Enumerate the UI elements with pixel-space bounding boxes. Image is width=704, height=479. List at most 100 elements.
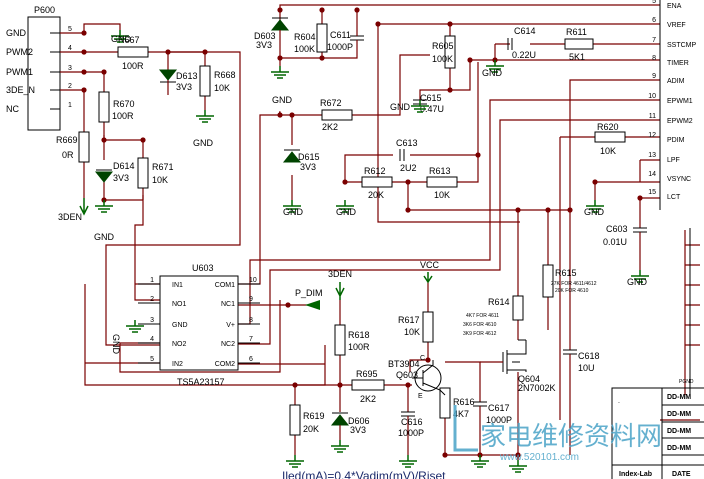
junction-dot: [289, 112, 295, 118]
resistors-horizontal: R667 100R R672 2K2 R611 5K1 R612 20K R61…: [117, 27, 626, 404]
u603-right-pin-name: COM2: [215, 361, 235, 368]
q603-pin-c: C: [420, 355, 425, 362]
net-vcc: VCC: [420, 260, 440, 270]
u603-left-pin-name: GND: [172, 322, 188, 329]
ic-pin-name: PDIM: [667, 137, 685, 144]
c603-ref: C603: [606, 224, 628, 234]
gnd-label-8: GND: [336, 207, 357, 217]
wires: [60, 4, 700, 460]
r613-value: 10K: [434, 190, 450, 200]
u603-left-pin-name: IN1: [172, 282, 183, 289]
ic-pin-name: ENA: [667, 3, 682, 10]
u603-right-pin-name: NC2: [221, 341, 235, 348]
r620-value: 10K: [600, 146, 616, 156]
c613-ref: C613: [396, 138, 418, 148]
d614-ref: D614: [113, 161, 135, 171]
u603-ref: U603: [192, 263, 214, 273]
u603-right-pin-number: 8: [249, 317, 253, 324]
ground-symbol: [126, 320, 144, 333]
connector-pin-number: 3: [68, 65, 72, 72]
c614-ref: C614: [514, 26, 536, 36]
wire-r605: [419, 60, 471, 100]
gnd-label-7: GND: [482, 68, 503, 78]
r615-value-line2: 20K FOR 4610: [555, 288, 589, 294]
q604-body: [502, 339, 527, 374]
ic-pin-number: 8: [652, 55, 656, 62]
c615-ref: C615: [420, 93, 442, 103]
r672-ref: R672: [320, 98, 342, 108]
u603-left-pin-number: 1: [150, 277, 154, 284]
title-index-label: Index-Lab: [619, 471, 652, 478]
ground-symbol: [471, 455, 489, 468]
resistor-r618: [334, 324, 346, 356]
title-dots: .: [618, 398, 620, 405]
gnd-label-4: GND: [94, 232, 115, 242]
ground-symbol: [509, 460, 527, 473]
wire-ena: [279, 4, 660, 66]
resistor-r605: [444, 35, 456, 69]
capacitor-c603: [633, 227, 647, 233]
ic-pin-number: 7: [652, 37, 656, 44]
junction-dot: [442, 452, 448, 458]
wire-right-bus: [660, 230, 700, 421]
wire-r619: [294, 384, 409, 455]
u603-left-pin-name: NO2: [172, 341, 187, 348]
3den-arrow-mid: [335, 282, 345, 300]
junction-dot: [592, 179, 598, 185]
r616-ref: R616: [453, 397, 475, 407]
r670-ref: R670: [113, 99, 135, 109]
junction-dot: [567, 207, 573, 213]
d606-ref: D606: [348, 416, 370, 426]
u603-left-pin-number: 2: [150, 296, 154, 303]
r605-ref: R605: [432, 41, 454, 51]
transistor-q603: BT3904 Q603 C E: [388, 355, 446, 400]
ground-symbol: [95, 200, 113, 213]
r695-value: 2K2: [360, 394, 376, 404]
u603-right-pin-name: V+: [226, 322, 235, 329]
c618-value: 10U: [578, 363, 595, 373]
wire-pdim: [559, 136, 660, 420]
watermark-url: www.520101.com: [499, 452, 579, 463]
resistor-r615: [542, 264, 554, 298]
r611-value: 5K1: [569, 52, 585, 62]
resistor-r671: [137, 157, 149, 189]
r667-ref: R667: [118, 35, 140, 45]
junction-dot: [292, 382, 298, 388]
resistor-r672: [321, 109, 353, 121]
u603-left-pin-number: 4: [150, 336, 154, 343]
ground-symbol: [331, 440, 349, 453]
q603-leads: [412, 360, 446, 396]
ground-symbol: [411, 100, 429, 113]
capacitor-c618: [563, 349, 577, 355]
diodes: D613 3V3 D614 3V3 D603 3V3 D615 3V3 D606…: [94, 17, 370, 440]
ground-symbol: [271, 66, 289, 79]
capacitor-c614: [507, 38, 513, 50]
gnd-label-1: GND: [111, 34, 132, 44]
junction-dot: [319, 55, 325, 61]
r614-ref: R614: [488, 297, 510, 307]
r604-ref: R604: [294, 32, 316, 42]
r617-value: 10K: [404, 327, 420, 337]
u603-left-pin-number: 5: [150, 356, 154, 363]
ic-pin-name: EPWM2: [667, 118, 693, 125]
q604-part: 2N7002K: [518, 383, 556, 393]
junction-dot: [375, 21, 381, 27]
junction-dot: [515, 452, 521, 458]
r619-value: 20K: [303, 424, 319, 434]
r612-ref: R612: [364, 166, 386, 176]
r620-ref: R620: [597, 122, 619, 132]
c611-value: 1000P: [327, 42, 353, 52]
pgnd-label: PGND: [679, 379, 694, 385]
gnd-label-5: GND: [283, 207, 304, 217]
c611-ref: C611: [330, 30, 351, 40]
r671-value: 10K: [152, 175, 168, 185]
junction-dot: [467, 57, 473, 63]
title-row-3: DD-MM: [667, 428, 691, 435]
ic-pin-name: VSYNC: [667, 176, 691, 183]
title-row-2: DD-MM: [667, 411, 691, 418]
d603-ref: D603: [254, 31, 276, 41]
c616-value: 1000P: [398, 428, 424, 438]
junction-dot: [81, 87, 87, 93]
c618-ref: C618: [578, 351, 600, 361]
